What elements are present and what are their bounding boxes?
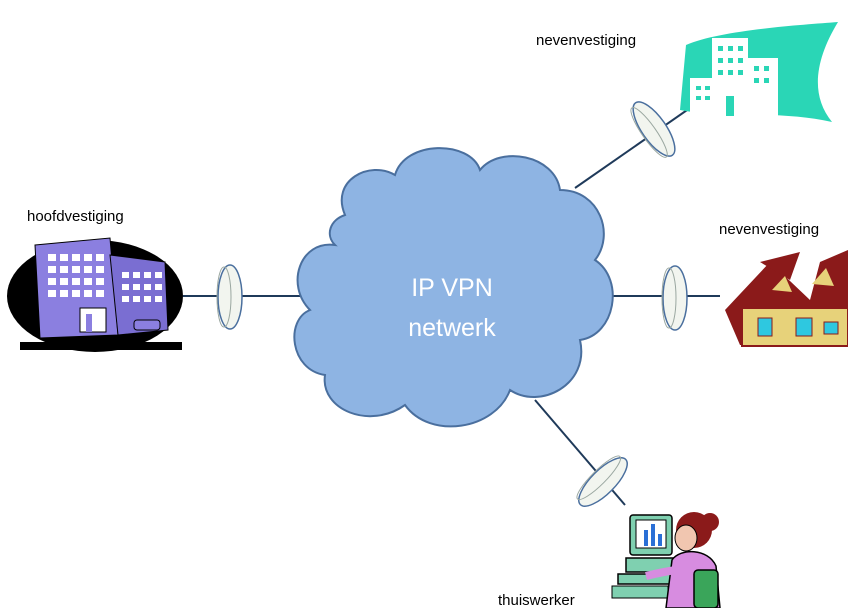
- office-building-icon: [7, 237, 183, 352]
- person-at-computer-icon: [611, 512, 721, 608]
- vpn-disc-branch-top: [630, 101, 676, 158]
- cloud-label-line1: IP VPN: [411, 274, 493, 302]
- link-branch-top: [574, 107, 691, 189]
- cloud-label-line2: netwerk: [408, 314, 496, 342]
- ip-vpn-cloud: IP VPN netwerk: [293, 147, 614, 428]
- office-tower-icon: [680, 22, 838, 122]
- vpn-disc-remote: [576, 455, 628, 507]
- node-label-remote: thuiswerker: [498, 592, 575, 609]
- vpn-disc-branch-right: [661, 265, 688, 331]
- node-label-branch-right: nevenvestiging: [719, 221, 820, 238]
- house-icon: [725, 250, 848, 347]
- node-label-hq: hoofdvestiging: [27, 208, 124, 225]
- vpn-disc-hq: [216, 264, 243, 330]
- node-label-branch-top: nevenvestiging: [536, 32, 637, 49]
